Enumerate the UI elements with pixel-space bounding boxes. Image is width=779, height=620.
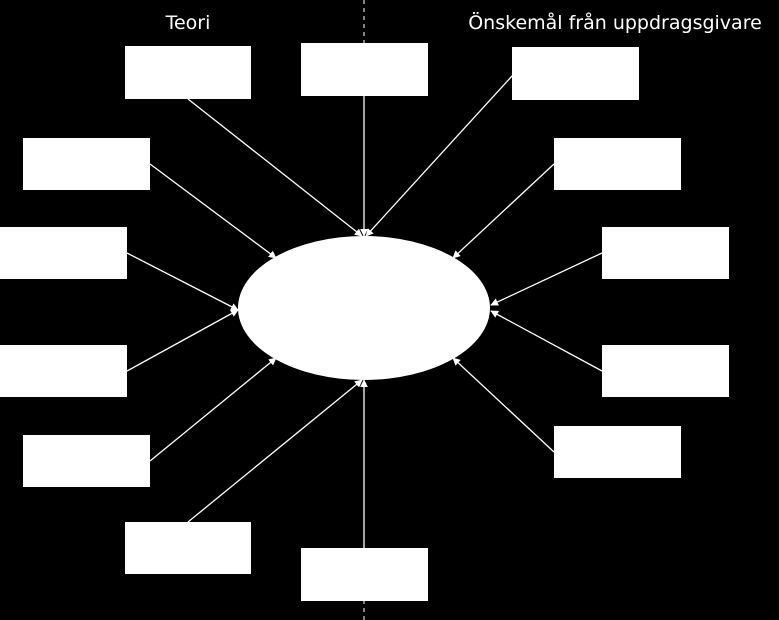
box-wish-4	[602, 345, 729, 397]
box-wish-1	[512, 47, 639, 100]
connector-right-5	[452, 357, 555, 453]
connector-right-2	[452, 163, 555, 259]
box-theory-3	[0, 227, 127, 279]
connector-right-3	[490, 252, 603, 306]
heading-theory: Teori	[165, 12, 211, 34]
connector-left-top	[187, 98, 363, 237]
client-wish-boxes	[512, 47, 729, 478]
box-theory-6	[125, 522, 251, 574]
central-ellipse	[238, 236, 490, 380]
theory-boxes	[0, 46, 251, 574]
connector-right-4	[490, 310, 603, 372]
connector-right-top	[365, 75, 513, 237]
box-theory-1	[125, 46, 251, 99]
connector-left-3	[126, 252, 239, 311]
box-wish-3	[602, 227, 729, 279]
box-theory-4	[0, 345, 127, 397]
box-theory-2	[23, 138, 150, 190]
connector-left-4	[126, 309, 239, 372]
box-bottom-center	[301, 548, 428, 601]
box-wish-5	[554, 426, 681, 478]
connector-left-5	[149, 357, 277, 462]
heading-client-wishes: Önskemål från uppdragsgivare	[468, 11, 762, 34]
box-wish-2	[554, 138, 681, 190]
connectors	[126, 75, 603, 548]
center-boxes	[301, 43, 428, 601]
box-top-center	[301, 43, 428, 96]
connector-left-2	[149, 163, 277, 259]
box-theory-5	[23, 435, 150, 487]
connector-left-bottom	[187, 379, 363, 523]
